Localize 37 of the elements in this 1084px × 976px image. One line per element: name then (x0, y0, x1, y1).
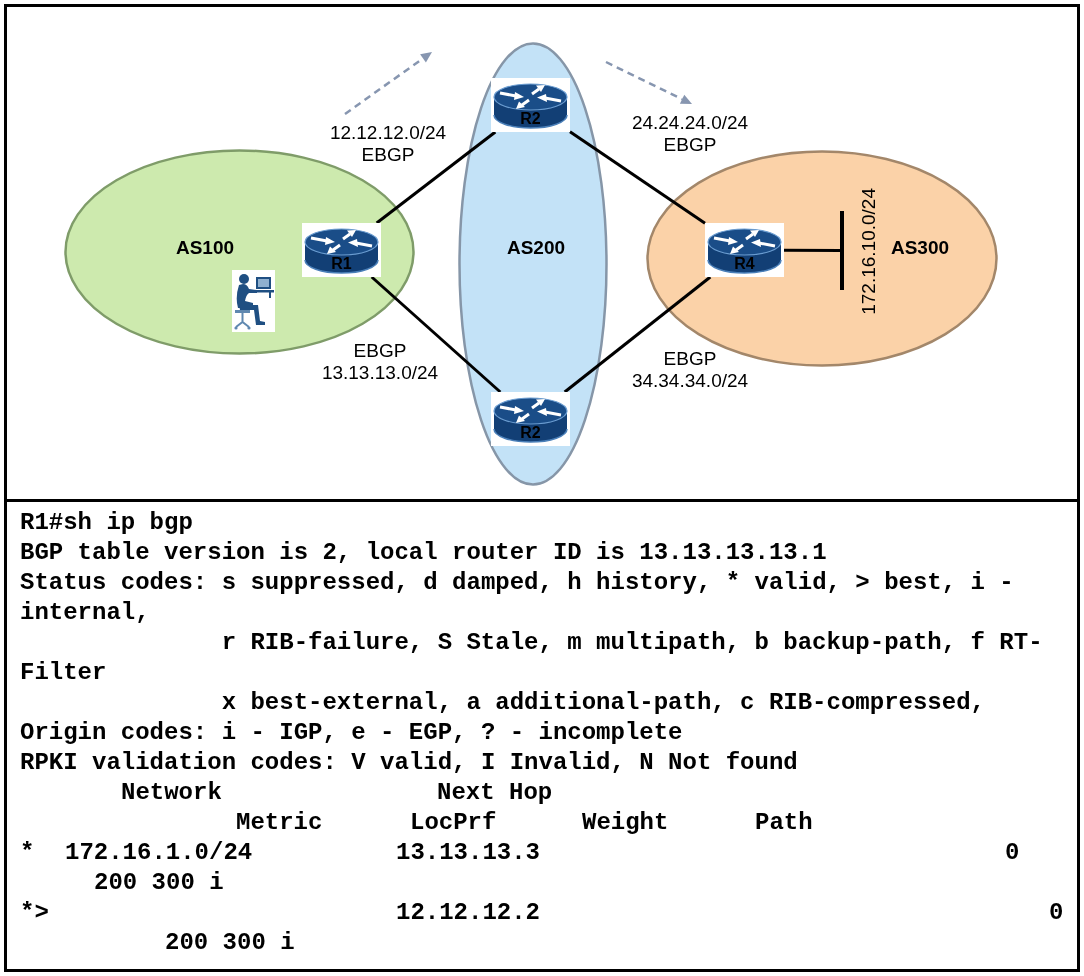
as-name: AS100 (175, 237, 235, 259)
link-line (569, 130, 706, 225)
link-line (375, 130, 497, 225)
output-line: RPKI validation codes: V valid, I Invalid, N Not found (20, 748, 798, 778)
link-label: 12.12.12.0/24 EBGP (329, 122, 447, 166)
column-heading: Metric (236, 808, 323, 838)
as-name: AS300 (890, 237, 950, 259)
weight-value: 0 (1049, 898, 1064, 928)
column-heading: Weight (582, 808, 669, 838)
as-path: 200 300 i (165, 928, 295, 958)
status-code: * (20, 838, 35, 868)
next-hop-address: 13.13.13.3 (396, 838, 541, 868)
weight-value: 0 (1005, 838, 1020, 868)
next-hop-address: 12.12.12.2 (396, 898, 541, 928)
network-prefix-label: 172.16.10.0/24 (858, 187, 880, 315)
link-line (370, 275, 502, 394)
output-line: BGP table version is 2, local router ID is 13.13.13.13.1 (20, 538, 827, 568)
output-line: x best-external, a additional-path, c RIB-compressed, (220, 688, 986, 718)
column-heading: LocPrf (410, 808, 497, 838)
as-path: 200 300 i (94, 868, 224, 898)
router-name: R1 (331, 254, 352, 273)
link-line (784, 248, 840, 252)
column-heading: Network (121, 778, 222, 808)
router-name: R4 (734, 254, 755, 273)
link-label: EBGP 13.13.13.0/24 (321, 340, 439, 384)
column-heading: Path (755, 808, 813, 838)
as-name: AS200 (506, 237, 566, 259)
command-prompt: R1#sh ip bgp (20, 508, 193, 538)
status-code: *> (20, 898, 49, 928)
router-name: R2 (520, 423, 541, 442)
link-line (563, 275, 712, 394)
column-heading: Next Hop (437, 778, 553, 808)
link-label: 24.24.24.0/24 EBGP (631, 112, 749, 156)
router-name: R2 (520, 109, 541, 128)
output-line: Origin codes: i - IGP, e - EGP, ? - incomplete (20, 718, 683, 748)
link-label: EBGP 34.34.34.0/24 (631, 348, 749, 392)
network-prefix: 172.16.1.0/24 (65, 838, 253, 868)
